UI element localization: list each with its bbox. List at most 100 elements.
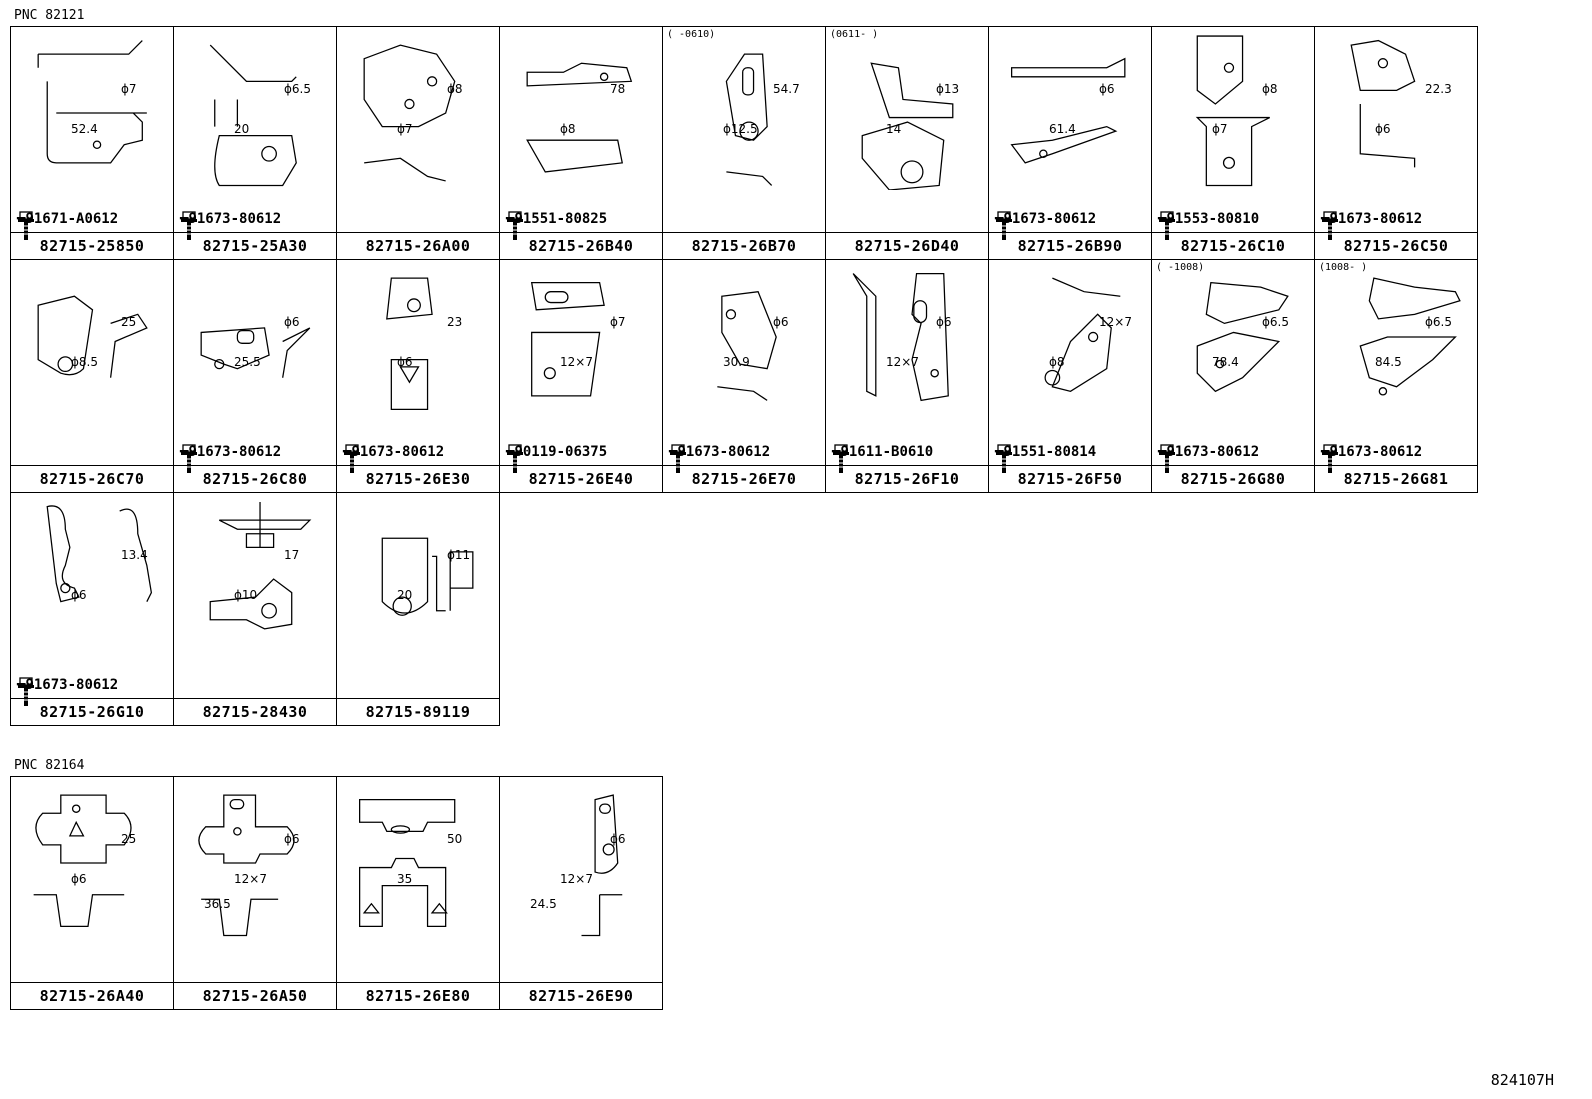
dimension-label: 12×7 — [560, 355, 593, 369]
part-number: 82715-89119 — [337, 698, 499, 725]
bracket-illustration — [1359, 277, 1461, 396]
dimension-label: 23 — [447, 315, 463, 329]
dimension-label: 61.4 — [1049, 122, 1076, 136]
part-number: 82715-26F10 — [826, 465, 988, 492]
part-number: 82715-26B70 — [663, 232, 825, 259]
date-range-note: ( -1008) — [1156, 262, 1205, 273]
bolt-part-number: 91673-80612 — [25, 677, 119, 693]
dimension-label: ϕ6 — [284, 832, 300, 846]
bracket-illustration — [861, 62, 954, 190]
dimension-label: ϕ12.5 — [723, 122, 758, 136]
part-number: 82715-28430 — [174, 698, 336, 725]
dimension-label: ϕ6 — [71, 588, 87, 602]
dimension-label: ϕ7 — [397, 122, 413, 136]
dimension-label: ϕ6 — [71, 872, 87, 886]
dimension-label: 12×7 — [234, 872, 267, 886]
bracket-illustration — [1010, 57, 1126, 164]
dimension-label: ϕ6 — [1375, 122, 1391, 136]
dimension-label: ϕ7 — [121, 82, 137, 96]
part-number: 82715-26E90 — [500, 982, 662, 1009]
bracket-illustration — [37, 40, 147, 164]
dimension-label: 35 — [397, 872, 413, 886]
dimension-label: ϕ8.5 — [71, 355, 98, 369]
dimension-label: ϕ6 — [610, 832, 626, 846]
bolt-part-number: 91673-80612 — [188, 211, 282, 227]
dimension-label: ϕ6 — [284, 315, 300, 329]
dimension-label: 12×7 — [1099, 315, 1132, 329]
dimension-label: ϕ11 — [447, 548, 471, 562]
dimension-label: 24.5 — [530, 897, 557, 911]
dimension-label: ϕ6 — [936, 315, 952, 329]
part-number: 82715-26C50 — [1315, 232, 1477, 259]
part-number: 82715-26B90 — [989, 232, 1151, 259]
dimension-label: 84.5 — [1375, 355, 1402, 369]
part-number: 82715-25A30 — [174, 232, 336, 259]
dimension-label: ϕ6 — [397, 355, 413, 369]
bolt-callout: ━91673-80612 — [343, 444, 444, 473]
bolt-callout: ━90119-06375 — [506, 444, 608, 473]
bracket-illustration — [1196, 281, 1289, 393]
pnc-label-82164: PNC 82164 — [14, 758, 85, 773]
bolt-callout: ━91553-80810 — [1158, 211, 1260, 240]
dimension-label: 13.4 — [121, 548, 148, 562]
bolt-callout: ━91611-B0610 — [832, 444, 934, 473]
bolt-callout: ━91673-80612 — [17, 677, 119, 706]
dimension-label: ϕ6 — [1099, 82, 1115, 96]
bracket-illustration — [1350, 39, 1416, 168]
bracket-illustration — [209, 502, 312, 630]
bolt-part-number: 91611-B0610 — [840, 444, 934, 460]
dimension-label: ϕ6.5 — [1425, 315, 1452, 329]
bracket-illustration — [381, 537, 474, 616]
bracket-illustration — [530, 282, 605, 397]
part-number: 82715-26C80 — [174, 465, 336, 492]
dimension-label: 22.3 — [1425, 82, 1452, 96]
part-number: 82715-26D40 — [826, 232, 988, 259]
bracket-illustration — [37, 295, 148, 378]
bolt-part-number: 91673-80612 — [1329, 444, 1423, 460]
bracket-illustration — [363, 44, 456, 182]
bolt-callout: ━91673-80612 — [180, 444, 281, 473]
part-number: 82715-26G10 — [11, 698, 173, 725]
part-number: 82715-26F50 — [989, 465, 1151, 492]
part-number: 82715-26E70 — [663, 465, 825, 492]
part-number: 82715-26A40 — [11, 982, 173, 1009]
bolt-part-number: 91553-80810 — [1166, 211, 1260, 227]
dimension-label: 54.7 — [773, 82, 800, 96]
dimension-label: 25 — [121, 832, 137, 846]
dimension-label: ϕ6 — [773, 315, 789, 329]
pnc-label-82121: PNC 82121 — [14, 8, 85, 23]
bracket-illustration — [1044, 277, 1121, 392]
bolt-part-number: 90119-06375 — [514, 444, 608, 460]
bolt-part-number: 91673-80612 — [677, 444, 771, 460]
part-number: 82715-26G80 — [1152, 465, 1314, 492]
dimension-label: ϕ7 — [610, 315, 626, 329]
part-number: 82715-26B40 — [500, 232, 662, 259]
dimension-label: ϕ8 — [560, 122, 576, 136]
bolt-part-number: 91673-80612 — [1003, 211, 1097, 227]
bracket-illustration — [33, 794, 132, 928]
bolt-callout: ━91673-80612 — [995, 211, 1097, 240]
dimension-label: ϕ8 — [447, 82, 463, 96]
diagram-code: 824107H — [1490, 1071, 1554, 1089]
bracket-illustration — [386, 277, 433, 411]
bolt-callout: ━91673-80612 — [1321, 211, 1422, 240]
dimension-label: 20 — [234, 122, 250, 136]
bracket-illustration — [200, 327, 311, 378]
part-number: 82715-26E80 — [337, 982, 499, 1009]
part-number: 82715-25850 — [11, 232, 173, 259]
bracket-illustration — [717, 291, 777, 401]
dimension-label: ϕ6.5 — [1262, 315, 1289, 329]
